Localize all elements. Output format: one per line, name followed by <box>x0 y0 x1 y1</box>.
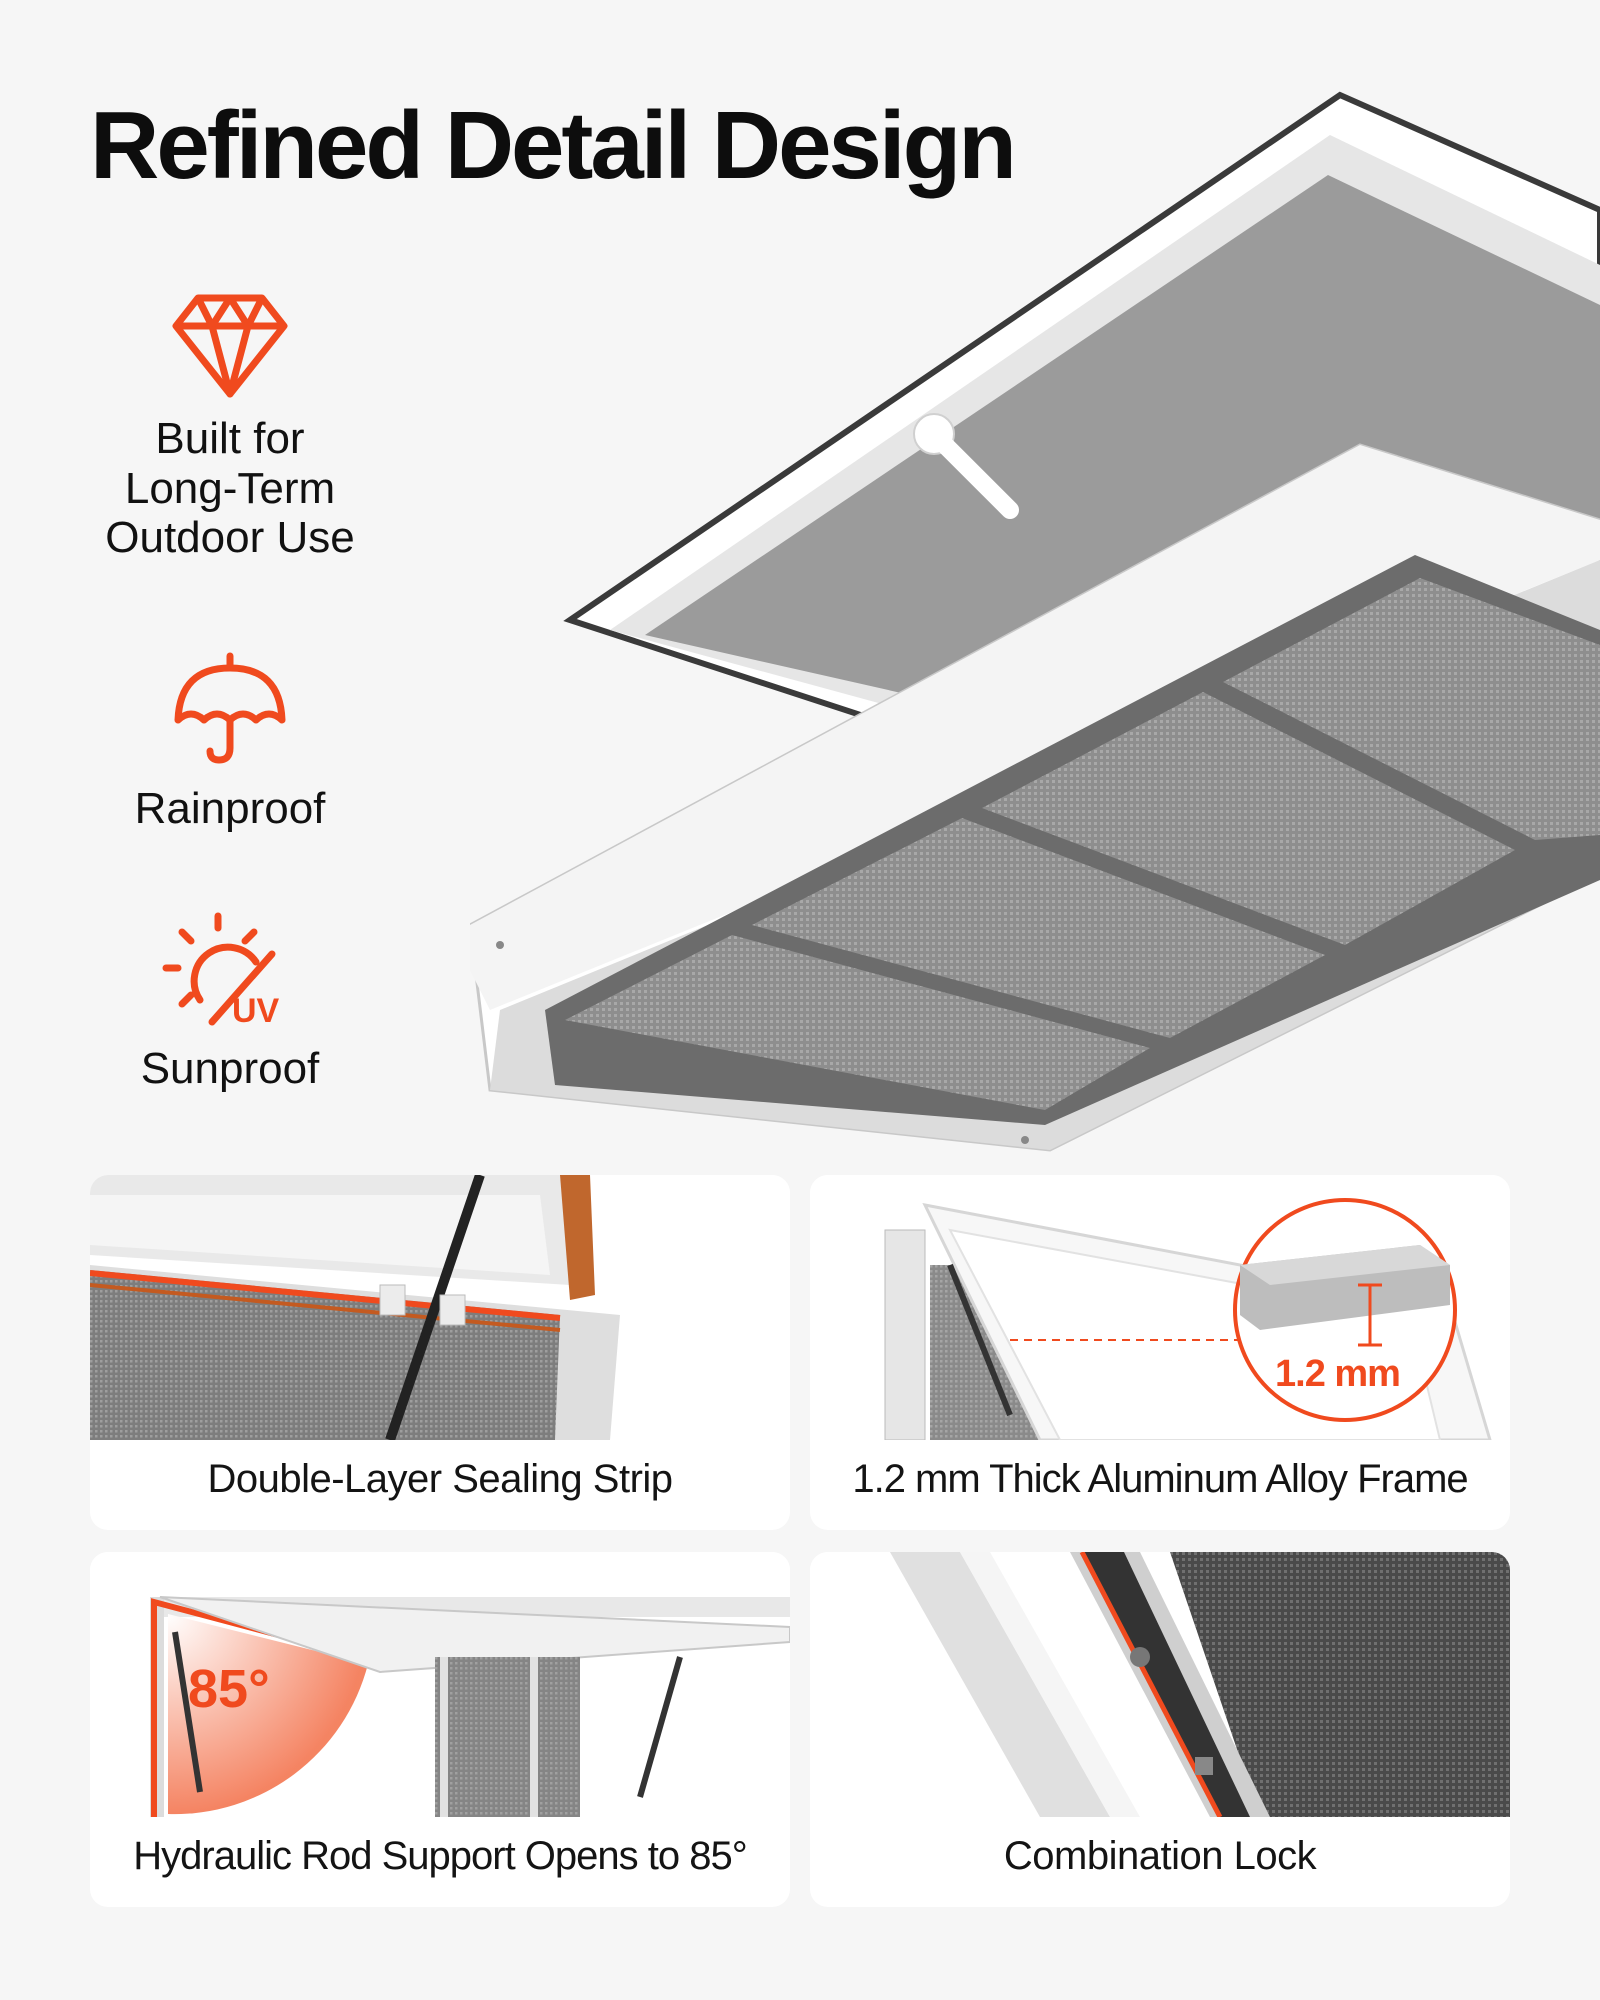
uv-icon-text: UV <box>232 992 280 1030</box>
feature-card-aluminum-frame: 1.2 mm Thick Aluminum Alloy Frame <box>810 1175 1510 1530</box>
thickness-callout <box>1233 1198 1457 1422</box>
card-caption: 1.2 mm Thick Aluminum Alloy Frame <box>852 1457 1468 1501</box>
page-title: Refined Detail Design <box>90 92 1017 199</box>
hydraulic-rod-photo <box>90 1552 790 1817</box>
lid-handle <box>913 413 1019 519</box>
diamond-icon <box>172 294 288 398</box>
feature-card-combination-lock: Combination Lock <box>810 1552 1510 1907</box>
feature-label-rainproof: Rainproof <box>134 784 326 833</box>
angle-callout-label: 85° <box>188 1659 270 1719</box>
hatch-illustration <box>470 91 1600 1152</box>
feature-card-hydraulic-rod: Hydraulic Rod Support Opens to 85° <box>90 1552 790 1907</box>
card-caption: Double-Layer Sealing Strip <box>207 1457 673 1501</box>
combination-lock-photo <box>810 1552 1510 1817</box>
sealing-strip-photo <box>90 1175 790 1440</box>
thickness-callout-label: 1.2 mm <box>1275 1353 1401 1395</box>
feature-card-sealing-strip: Double-Layer Sealing Strip <box>90 1175 790 1530</box>
sun-uv-icon: UV <box>162 912 280 1030</box>
card-caption: Hydraulic Rod Support Opens to 85° <box>133 1834 747 1878</box>
umbrella-icon <box>174 652 286 764</box>
feature-sunproof: UV Sunproof <box>60 910 400 1094</box>
feature-outdoor-use: Built for Long-Term Outdoor Use <box>60 290 400 563</box>
feature-label-outdoor: Built for Long-Term Outdoor Use <box>105 414 355 563</box>
feature-label-sunproof: Sunproof <box>140 1044 320 1093</box>
feature-rainproof: Rainproof <box>60 650 400 834</box>
card-caption: Combination Lock <box>1003 1834 1317 1878</box>
aluminum-frame-photo <box>810 1175 1510 1440</box>
